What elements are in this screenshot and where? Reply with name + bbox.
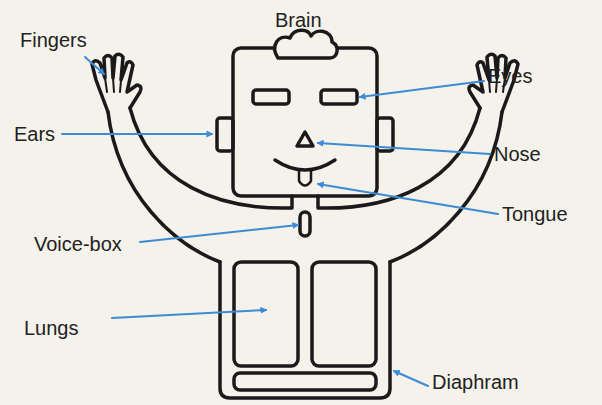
leader-arrow bbox=[140, 225, 298, 242]
left-arm bbox=[92, 54, 292, 262]
lung-shape bbox=[234, 262, 298, 366]
ear-shape bbox=[217, 118, 233, 151]
tongue-shape bbox=[299, 171, 311, 186]
hand-outline bbox=[92, 54, 141, 112]
part-label: Diaphram bbox=[432, 372, 519, 392]
mouth-line bbox=[275, 160, 335, 170]
part-label: Fingers bbox=[20, 30, 87, 50]
voice-box-shape bbox=[300, 212, 310, 236]
leader-arrow bbox=[112, 310, 266, 318]
part-label: Brain bbox=[275, 10, 322, 30]
part-label: Nose bbox=[494, 144, 541, 164]
diaphragm-shape bbox=[234, 373, 376, 390]
head-outline bbox=[233, 48, 377, 196]
part-label: Ears bbox=[14, 124, 55, 144]
part-label: Eyes bbox=[488, 66, 532, 86]
leader-arrow bbox=[62, 133, 212, 135]
eye-shape bbox=[253, 90, 289, 104]
part-label: Lungs bbox=[24, 318, 79, 338]
eye-shape bbox=[321, 90, 357, 104]
leader-lines bbox=[62, 57, 498, 386]
brain-shape bbox=[275, 30, 337, 58]
lung-shape bbox=[312, 262, 376, 366]
arm-outline bbox=[130, 108, 292, 208]
body-outline bbox=[220, 262, 390, 398]
leader-arrow bbox=[394, 371, 428, 386]
leader-arrow bbox=[318, 143, 490, 154]
nose-shape bbox=[297, 132, 313, 146]
part-label: Tongue bbox=[502, 204, 568, 224]
leader-arrow bbox=[85, 57, 104, 74]
finger-lines bbox=[105, 78, 121, 92]
leader-arrow bbox=[318, 184, 498, 214]
part-label: Voice-box bbox=[34, 234, 122, 254]
leader-arrow bbox=[360, 81, 484, 97]
arm-outline bbox=[318, 108, 480, 208]
arm-outline bbox=[390, 112, 502, 262]
